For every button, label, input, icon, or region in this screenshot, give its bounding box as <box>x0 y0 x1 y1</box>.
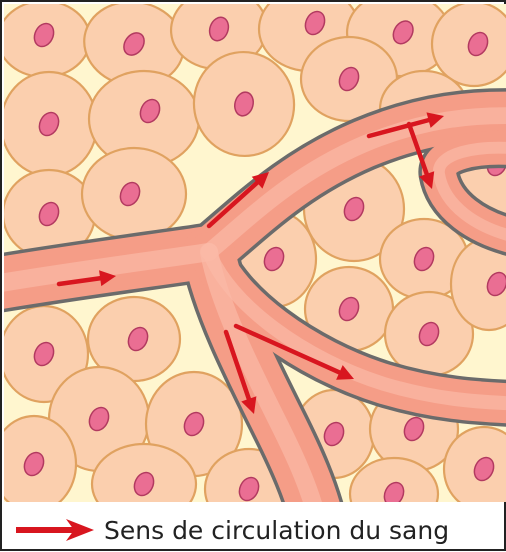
tissue-cell <box>4 72 97 176</box>
tissue-cell <box>82 148 186 240</box>
tissue-illustration <box>4 4 506 502</box>
legend-label: Sens de circulation du sang <box>104 516 449 545</box>
legend: Sens de circulation du sang <box>14 508 449 552</box>
tissue-cell <box>4 4 90 77</box>
red-arrow-icon <box>14 515 94 545</box>
